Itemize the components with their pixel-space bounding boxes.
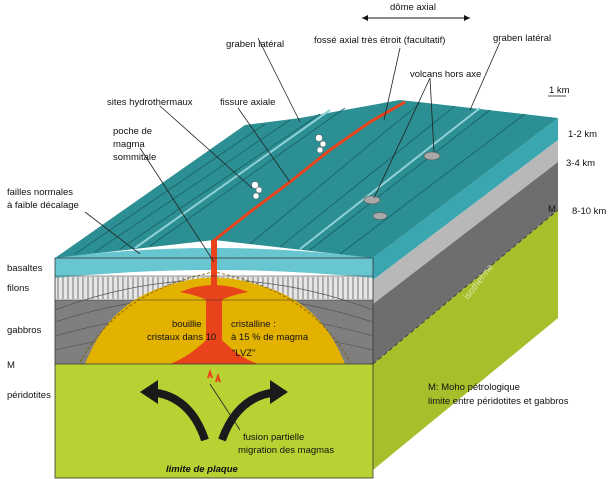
graben-left-trace (134, 109, 331, 249)
peridotites-label: péridotites (7, 390, 51, 401)
side-basalt-layer (373, 118, 558, 280)
cristalline-label-2: à 15 % de magma (231, 332, 309, 343)
fusion-label-1: fusion partielle (243, 432, 304, 443)
poche-magma-label-3: sommitale (113, 152, 156, 163)
moho-m-label: M (7, 360, 15, 371)
moho-definition-label-1: M: Moho pétrologique (428, 382, 520, 393)
cristalline-label-1: cristalline : (231, 319, 276, 330)
hydrothermal-plumes (251, 134, 327, 200)
side-face: isotherme (372, 118, 559, 470)
labels: graben latéral fossé axial très étroit (… (7, 33, 606, 475)
mantle-flow (140, 368, 288, 442)
limite-plaque-label: limite de plaque (166, 464, 239, 475)
lvz-label: "LVZ" (232, 348, 255, 359)
dome-axial-indicator: dôme axial (362, 2, 470, 21)
axial-melt-lens (170, 285, 258, 364)
sites-hydrothermaux-label: sites hydrothermaux (107, 97, 193, 108)
failles-normales-label-2: à faible décalage (7, 200, 79, 211)
off-axis-volcanoes (363, 151, 441, 220)
gabbros-label: gabbros (7, 325, 42, 336)
seafloor-surface (55, 100, 558, 258)
bouillie-label-2: cristaux dans 10 (147, 332, 216, 343)
melt-droplets (207, 368, 221, 383)
fosse-axial-label: fossé axial très étroit (facultatif) (314, 35, 445, 46)
leader-lines (84, 37, 501, 431)
filons-label: filons (7, 283, 29, 294)
poche-magma-label-2: magma (113, 139, 145, 150)
dome-axial-label: dôme axial (390, 2, 436, 13)
axial-fissure (211, 100, 406, 244)
normal-faults (74, 102, 526, 255)
side-dike-layer (373, 140, 558, 304)
front-face (54, 240, 374, 479)
moho-definition-label-2: limite entre péridotites et gabbros (428, 396, 569, 407)
failles-normales-label-1: failles normales (7, 187, 73, 198)
depth-8-10km-label: 8-10 km (572, 206, 606, 217)
scale-bar: 1 km (548, 85, 570, 97)
fusion-label-2: migration des magmas (238, 445, 334, 456)
volcans-hors-axe-label: volcans hors axe (410, 69, 481, 80)
depth-3-4km-label: 3-4 km (566, 158, 595, 169)
graben-lateral-right-label: graben latéral (493, 33, 551, 44)
side-gabbro-layer (373, 162, 558, 364)
fissure-axiale-label: fissure axiale (220, 97, 275, 108)
graben-lateral-left-label: graben latéral (226, 39, 284, 50)
bouillie-label-1: bouillie (172, 319, 202, 330)
graben-right-trace (299, 107, 481, 250)
depth-m-label: M (548, 204, 556, 215)
poche-magma-label-1: poche de (113, 126, 152, 137)
top-surface (55, 100, 558, 258)
scale-bar-label: 1 km (549, 85, 570, 96)
front-peridotite-layer (55, 364, 373, 478)
basaltes-label: basaltes (7, 263, 43, 274)
side-peridotite-layer (373, 210, 558, 470)
depth-1-2km-label: 1-2 km (568, 129, 597, 140)
